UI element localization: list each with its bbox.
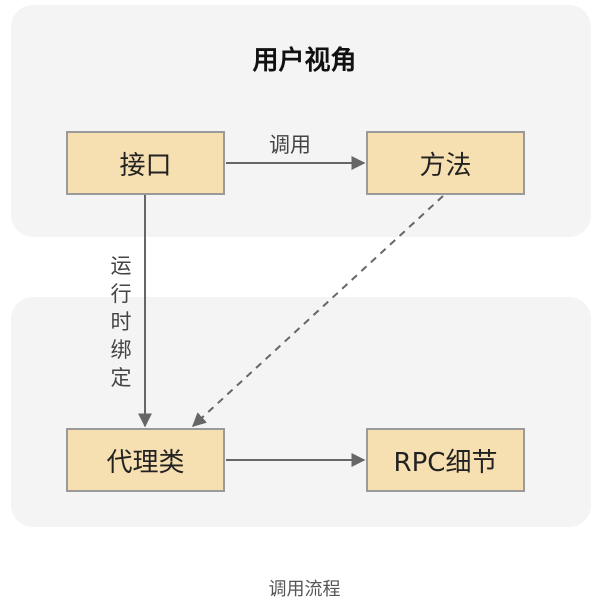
- node-method: 方法: [366, 131, 525, 195]
- edge-method-to-proxy-dashed: [191, 195, 444, 427]
- user-perspective-panel: [11, 5, 591, 237]
- node-proxy-class: 代理类: [66, 428, 225, 492]
- node-interface: 接口: [66, 131, 225, 195]
- node-rpc-details: RPC细节: [366, 428, 525, 492]
- panel-title: 用户视角: [252, 46, 357, 76]
- figure-caption: 调用流程: [268, 579, 341, 600]
- edge-label-call: 调用: [269, 133, 311, 157]
- edge-label-runtime-binding: 运行时绑定: [110, 254, 132, 390]
